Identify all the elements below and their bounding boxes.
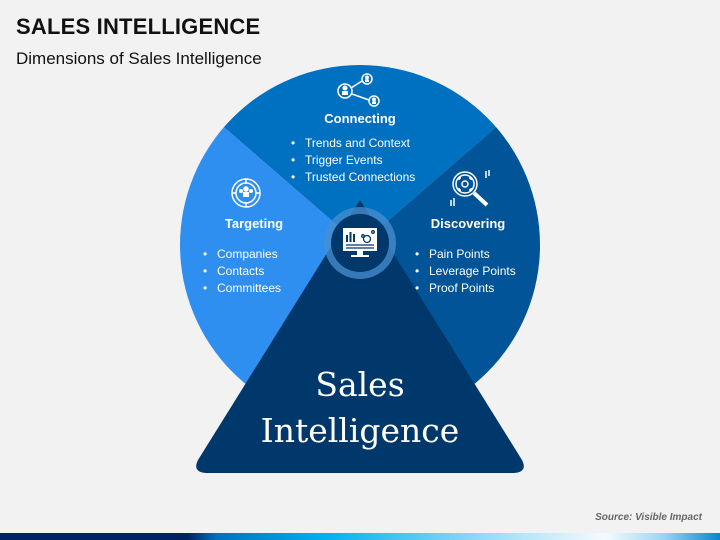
source-note: Source: Visible Impact [595, 512, 702, 523]
list-item: Companies [201, 246, 281, 263]
page-title: SALES INTELLIGENCE [16, 14, 261, 39]
bottom-gradient-bar [0, 533, 720, 540]
discovering-list: Pain Points Leverage Points Proof Points [413, 246, 516, 297]
center-label: Sales Intelligence [230, 362, 490, 454]
list-item: Contacts [201, 263, 281, 280]
list-item: Leverage Points [413, 263, 516, 280]
list-item: Trends and Context [289, 135, 415, 152]
targeting-list: Companies Contacts Committees [201, 246, 281, 297]
magnifier-focus-icon [450, 170, 490, 207]
list-item: Trusted Connections [289, 169, 415, 186]
network-people-icon [337, 73, 380, 107]
monitor-analytics-icon [343, 228, 377, 257]
list-item: Trigger Events [289, 152, 415, 169]
target-people-icon [231, 178, 261, 208]
center-label-line1: Sales [315, 365, 405, 404]
targeting-label: Targeting [224, 216, 284, 231]
list-item: Committees [201, 280, 281, 297]
page-subtitle: Dimensions of Sales Intelligence [16, 49, 262, 68]
list-item: Pain Points [413, 246, 516, 263]
list-item: Proof Points [413, 280, 516, 297]
center-triangle [196, 200, 524, 473]
center-label-line2: Intelligence [260, 411, 460, 450]
discovering-label: Discovering [430, 216, 506, 231]
connecting-list: Trends and Context Trigger Events Truste… [289, 135, 415, 186]
connecting-label: Connecting [324, 111, 396, 126]
